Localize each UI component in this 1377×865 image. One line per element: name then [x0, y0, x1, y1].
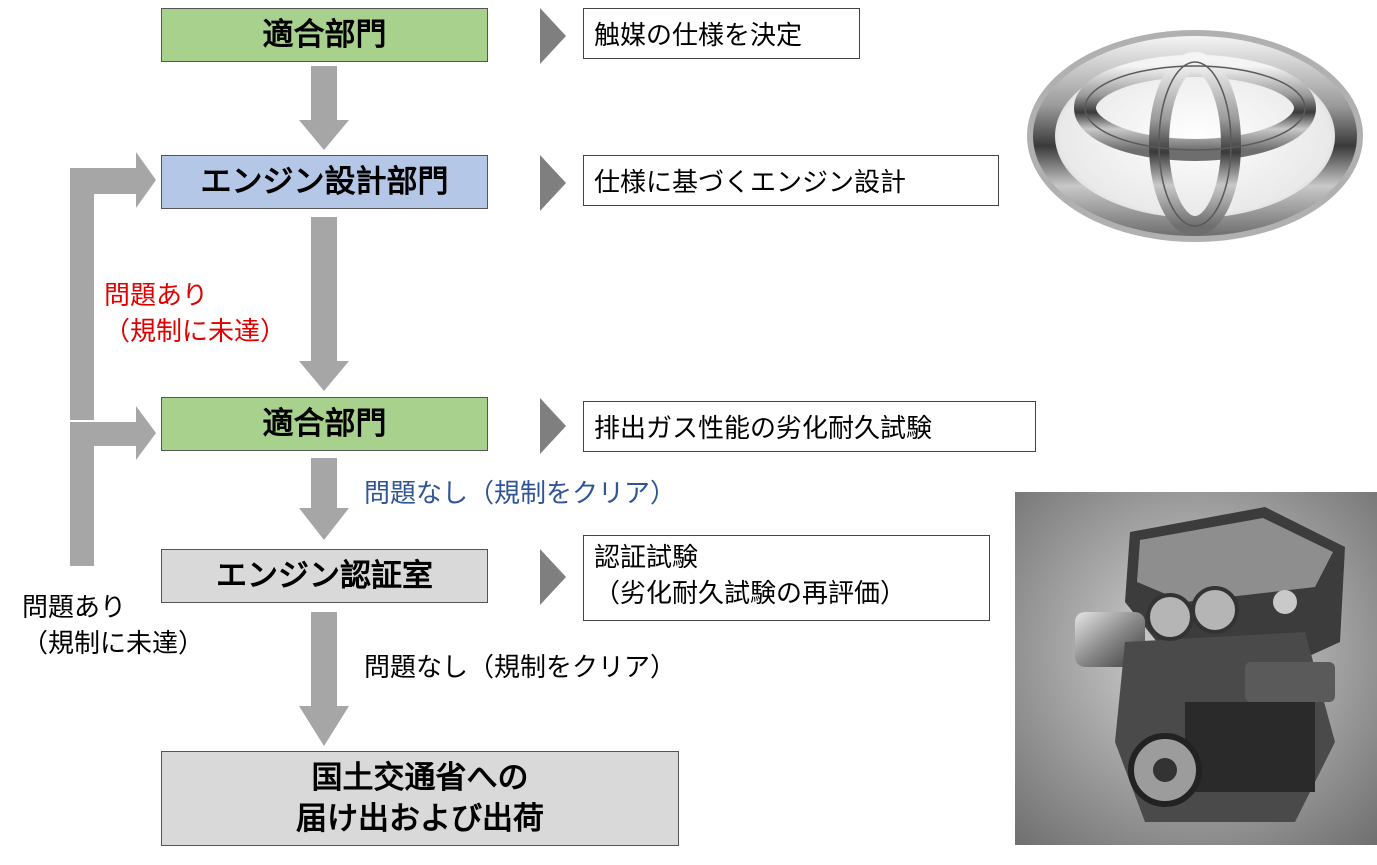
step2-label: エンジン設計部門 — [200, 163, 449, 200]
down-arrow-2 — [299, 217, 349, 391]
problem-note-1: 問題あり （規制に未達） — [104, 281, 287, 348]
step4-description: 認証試験 （劣化耐久試験の再評価） — [583, 535, 990, 621]
step5-box: 国土交通省への 届け出および出荷 — [161, 751, 679, 846]
step2-description: 仕様に基づくエンジン設計 — [583, 155, 999, 206]
pass-note-2: 問題なし（規制をクリア） — [364, 653, 677, 683]
step3-box: 適合部門 — [161, 397, 488, 451]
pass-note-1: 問題なし（規制をクリア） — [364, 479, 677, 509]
step4-label: エンジン認証室 — [216, 557, 433, 594]
down-arrow-1 — [299, 66, 349, 150]
pointer-arrow-4 — [540, 549, 566, 605]
down-arrow-3 — [299, 458, 349, 540]
problem-note-2: 問題あり （規制に未達） — [22, 593, 205, 660]
feedback-loop-2 — [70, 406, 156, 566]
feedback-loop-1 — [70, 152, 156, 420]
pointer-arrow-3 — [540, 398, 566, 454]
step3-description: 排出ガス性能の劣化耐久試験 — [583, 401, 1036, 452]
pointer-arrow-2 — [540, 155, 566, 211]
step2-box: エンジン設計部門 — [161, 155, 488, 209]
step5-label-line1: 国土交通省への — [311, 759, 529, 796]
step1-box: 適合部門 — [161, 8, 488, 62]
engine-photo-icon — [1015, 492, 1377, 845]
step5-label-line2: 届け出および出荷 — [296, 800, 544, 837]
toyota-emblem-icon — [1027, 30, 1363, 242]
down-arrow-4 — [299, 612, 349, 746]
step1-label: 適合部門 — [262, 16, 387, 53]
pointer-arrow-1 — [540, 8, 566, 64]
step3-label: 適合部門 — [262, 405, 387, 442]
step4-box: エンジン認証室 — [161, 549, 488, 603]
step1-description: 触媒の仕様を決定 — [583, 8, 860, 59]
